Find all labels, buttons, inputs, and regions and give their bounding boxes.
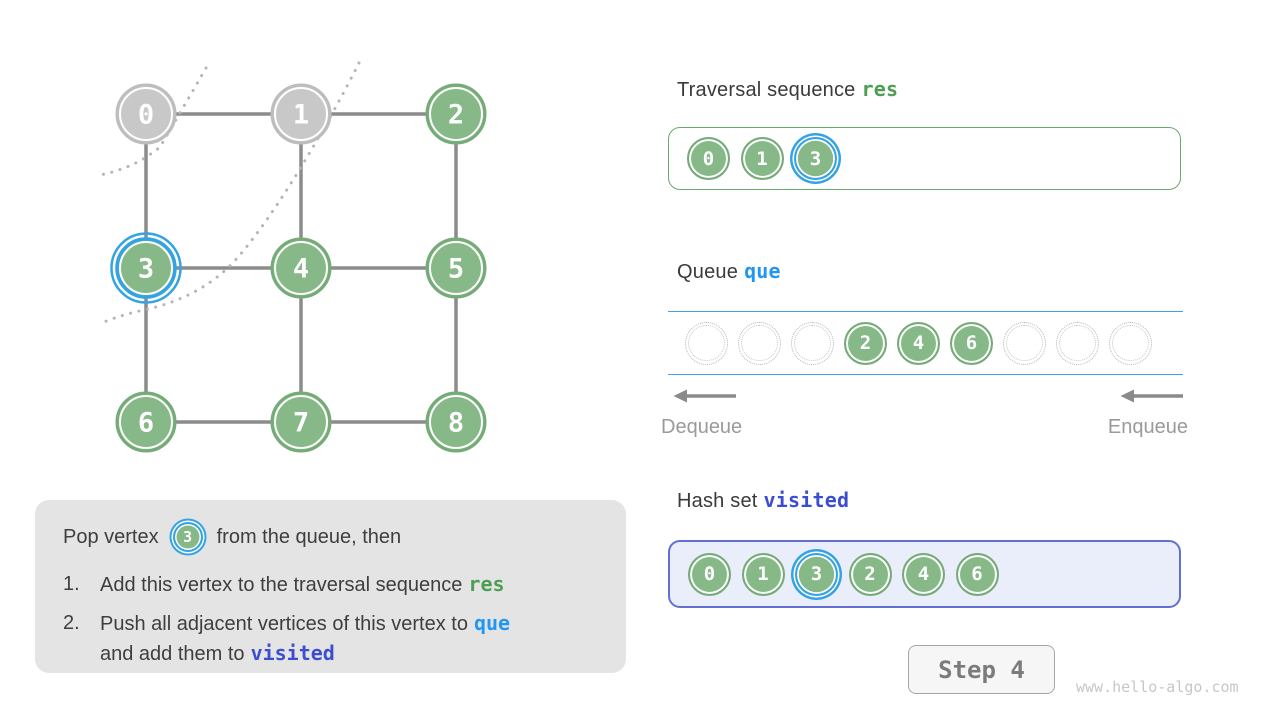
bfs-wave-arc bbox=[98, 66, 208, 177]
dequeue-label: Dequeue bbox=[661, 416, 743, 438]
empty-queue-slot-inner-ring bbox=[1112, 324, 1149, 362]
enqueue-arrow-icon bbox=[1120, 389, 1183, 403]
vertex-chip-0: 0 bbox=[688, 552, 731, 596]
vertex-label: 1 bbox=[293, 100, 309, 131]
item-2-text: Push all adjacent vertices of this verte… bbox=[100, 611, 511, 665]
empty-queue-slot-inner-ring bbox=[1006, 324, 1043, 362]
explanation-item-2: 2. Push all adjacent vertices of this ve… bbox=[63, 609, 602, 669]
vertex-chip-1: 1 bbox=[741, 552, 785, 596]
vertex-label: 8 bbox=[448, 408, 464, 439]
enqueue-label: Enqueue bbox=[1107, 416, 1188, 438]
vertex-label: 3 bbox=[138, 254, 154, 285]
empty-queue-slot-inner-ring bbox=[741, 324, 778, 362]
que-token: que bbox=[473, 611, 511, 635]
graph-vertex-6: 6 bbox=[115, 391, 177, 453]
watermark: www.hello-algo.com bbox=[1076, 678, 1239, 696]
empty-queue-slot bbox=[1056, 321, 1099, 365]
graph-vertex-8: 8 bbox=[425, 391, 487, 453]
que-token: que bbox=[744, 259, 781, 283]
item-1-number: 1. bbox=[63, 573, 80, 595]
res-token: res bbox=[861, 77, 899, 101]
empty-queue-slot-inner-ring bbox=[688, 324, 725, 362]
step-indicator: Step 4 bbox=[908, 645, 1055, 694]
item-1-text: Add this vertex to the traversal sequenc… bbox=[100, 572, 505, 596]
graph-svg: 0 1 2 3 4 5 6 7 8 bbox=[98, 61, 487, 453]
empty-queue-slot bbox=[1003, 321, 1046, 365]
graph-vertex-5: 5 bbox=[425, 237, 487, 299]
graph-vertex-7: 7 bbox=[270, 391, 332, 453]
empty-queue-slot-inner-ring bbox=[1059, 324, 1096, 362]
visited-token: visited bbox=[250, 641, 335, 665]
graph-vertex-1: 1 bbox=[270, 83, 332, 145]
vertex-chip-0: 0 bbox=[687, 137, 730, 180]
graph-vertex-2: 2 bbox=[425, 83, 487, 145]
vertex-chip-3: 3 bbox=[795, 552, 838, 596]
vertex-chip-6: 6 bbox=[955, 552, 999, 596]
current-vertex-chip: 3 bbox=[172, 522, 203, 552]
vertex-chip-4: 4 bbox=[897, 321, 940, 365]
explanation-line1: Pop vertex 3 from the queue, then bbox=[63, 514, 602, 560]
vertex-label: 5 bbox=[448, 254, 464, 285]
empty-queue-slot-inner-ring bbox=[794, 324, 831, 362]
vertex-label: 2 bbox=[448, 100, 464, 131]
empty-queue-slot bbox=[738, 321, 781, 365]
vertex-chip-3: 3 bbox=[794, 137, 837, 180]
vertex-chip-4: 4 bbox=[902, 552, 945, 596]
item-2-number: 2. bbox=[63, 612, 80, 634]
visited-token: visited bbox=[763, 488, 850, 512]
vertex-label: 0 bbox=[138, 100, 154, 131]
graph-vertex-0: 0 bbox=[115, 83, 177, 145]
vertex-chip-6: 6 bbox=[950, 321, 993, 365]
explanation-line1-prefix: Pop vertex bbox=[63, 525, 159, 548]
explanation-box: Pop vertex 3 from the queue, then 1. Add… bbox=[35, 500, 626, 673]
empty-queue-slot bbox=[685, 321, 728, 365]
vertex-chip-1: 1 bbox=[740, 137, 784, 180]
explanation-item-1: 1. Add this vertex to the traversal sequ… bbox=[63, 570, 602, 600]
empty-queue-slot bbox=[791, 321, 834, 365]
vertex-label: 4 bbox=[293, 254, 309, 285]
vertex-chip-2: 2 bbox=[844, 321, 887, 365]
vertex-label: 6 bbox=[138, 408, 154, 439]
dequeue-arrow-icon bbox=[673, 389, 736, 403]
graph-vertex-3: 3 bbox=[110, 232, 182, 304]
vertex-label: 7 bbox=[293, 408, 309, 439]
empty-queue-slot bbox=[1109, 321, 1152, 365]
vertex-chip-2: 2 bbox=[848, 552, 892, 596]
graph-vertex-4: 4 bbox=[270, 237, 332, 299]
explanation-line1-suffix: from the queue, then bbox=[216, 525, 402, 548]
res-token: res bbox=[468, 572, 505, 596]
